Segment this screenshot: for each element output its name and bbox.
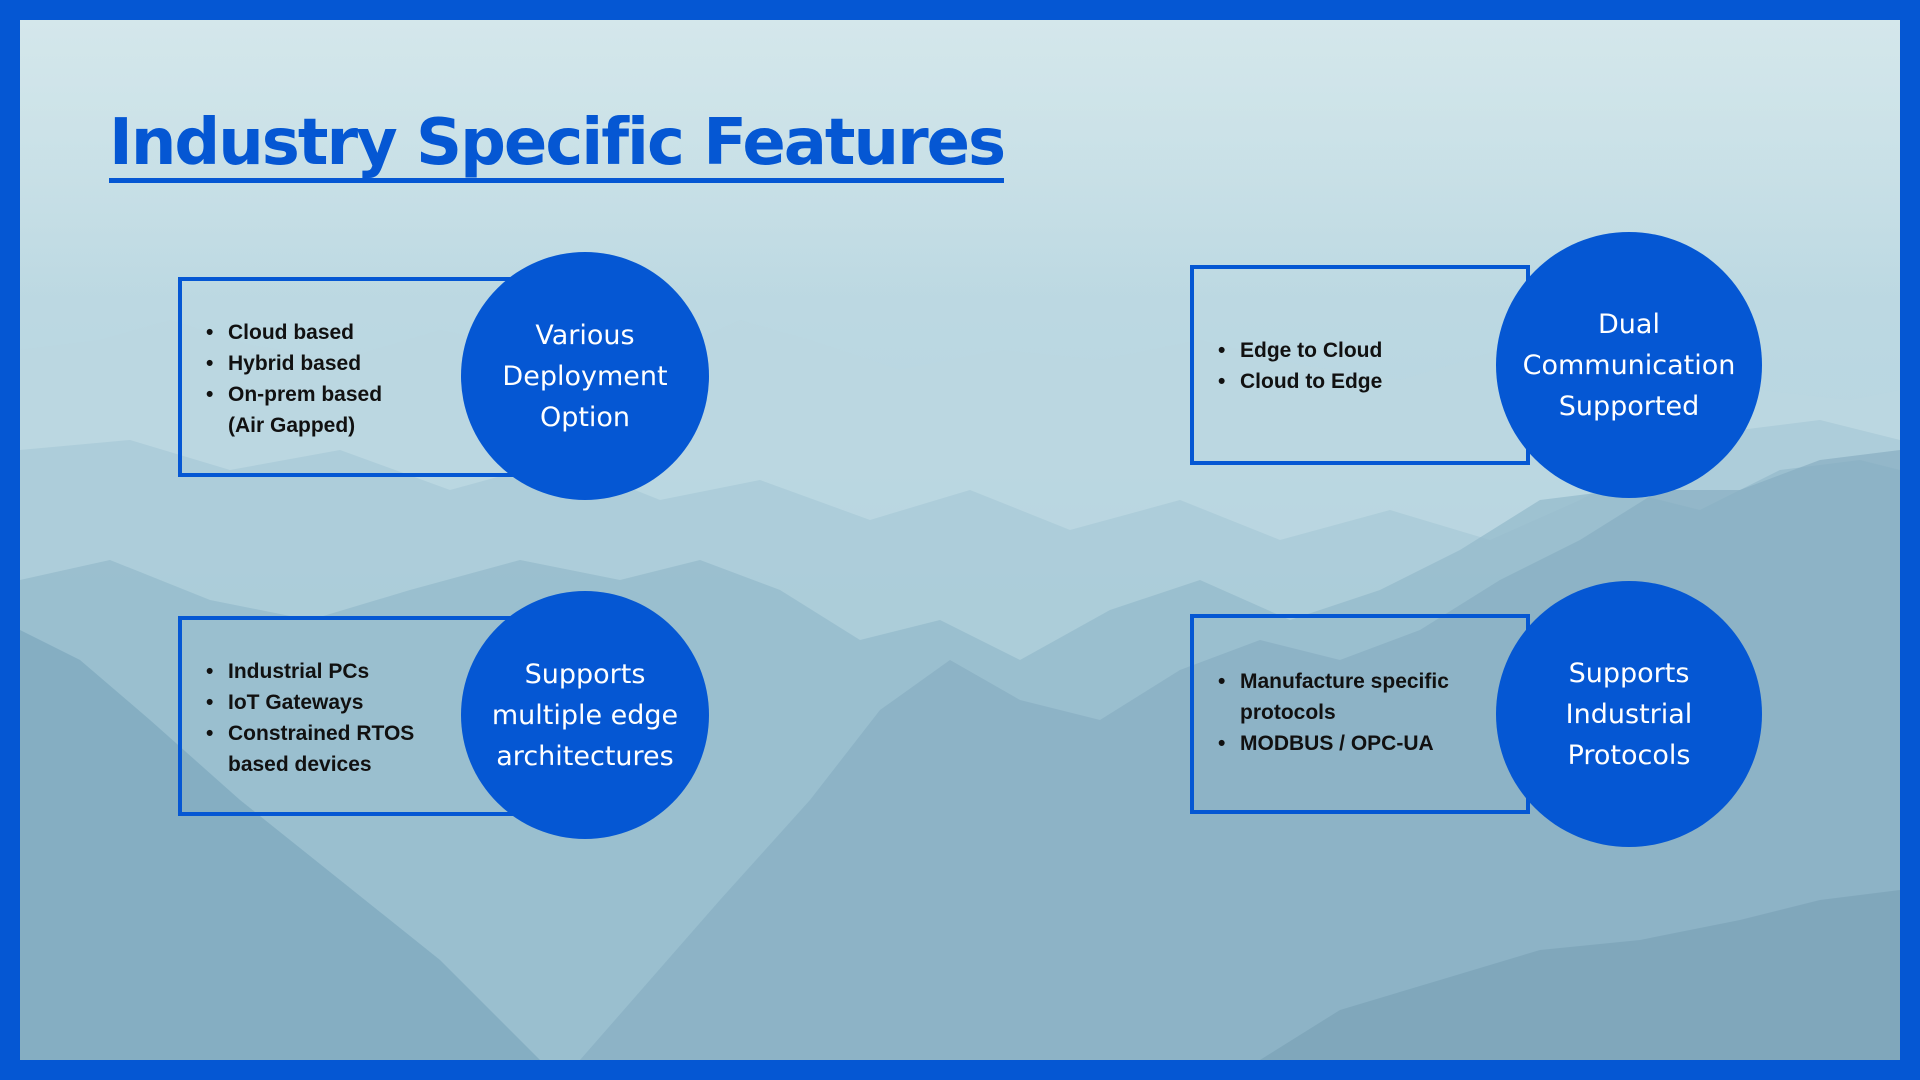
feature-circle: Dual Communication Supported <box>1496 232 1762 498</box>
feature-circle-label: Dual Communication Supported <box>1522 308 1736 422</box>
feature-bullet-list: Cloud based Hybrid based On-prem based (… <box>202 317 534 441</box>
feature-card-edge-architectures: Industrial PCs IoT Gateways Constrained … <box>178 591 1088 891</box>
list-item: Cloud to Edge <box>1218 366 1526 397</box>
list-item: Edge to Cloud <box>1218 335 1526 366</box>
feature-card-deployment: Cloud based Hybrid based On-prem based (… <box>178 252 1088 552</box>
list-item: On-prem based (Air Gapped) <box>206 379 398 441</box>
feature-detail-box: Edge to Cloud Cloud to Edge <box>1190 265 1530 465</box>
feature-circle: Supports Industrial Protocols <box>1496 581 1762 847</box>
list-item: Constrained RTOS based devices <box>206 718 438 780</box>
feature-circle-label: Supports multiple edge architectures <box>491 658 679 772</box>
feature-detail-box: Manufacture specific protocols MODBUS / … <box>1190 614 1530 814</box>
feature-card-communication: Edge to Cloud Cloud to Edge Dual Communi… <box>1190 232 1900 532</box>
page-title: Industry Specific Features <box>109 108 1006 184</box>
feature-bullet-list: Manufacture specific protocols MODBUS / … <box>1214 666 1526 759</box>
mountain-background-image <box>20 20 1900 1060</box>
feature-card-industrial-protocols: Manufacture specific protocols MODBUS / … <box>1190 581 1900 881</box>
slide: Industry Specific Features Cloud based H… <box>20 20 1900 1060</box>
list-item: Hybrid based <box>206 348 534 379</box>
feature-bullet-list: Industrial PCs IoT Gateways Constrained … <box>202 656 534 780</box>
list-item: IoT Gateways <box>206 687 534 718</box>
feature-circle: Supports multiple edge architectures <box>461 591 709 839</box>
feature-circle-label: Supports Industrial Protocols <box>1565 657 1693 771</box>
feature-circle: Various Deployment Option <box>461 252 709 500</box>
feature-circle-label: Various Deployment Option <box>502 319 668 433</box>
list-item: Manufacture specific protocols <box>1218 666 1470 728</box>
list-item: Cloud based <box>206 317 534 348</box>
list-item: MODBUS / OPC-UA <box>1218 728 1526 759</box>
list-item: Industrial PCs <box>206 656 534 687</box>
feature-bullet-list: Edge to Cloud Cloud to Edge <box>1214 335 1526 397</box>
